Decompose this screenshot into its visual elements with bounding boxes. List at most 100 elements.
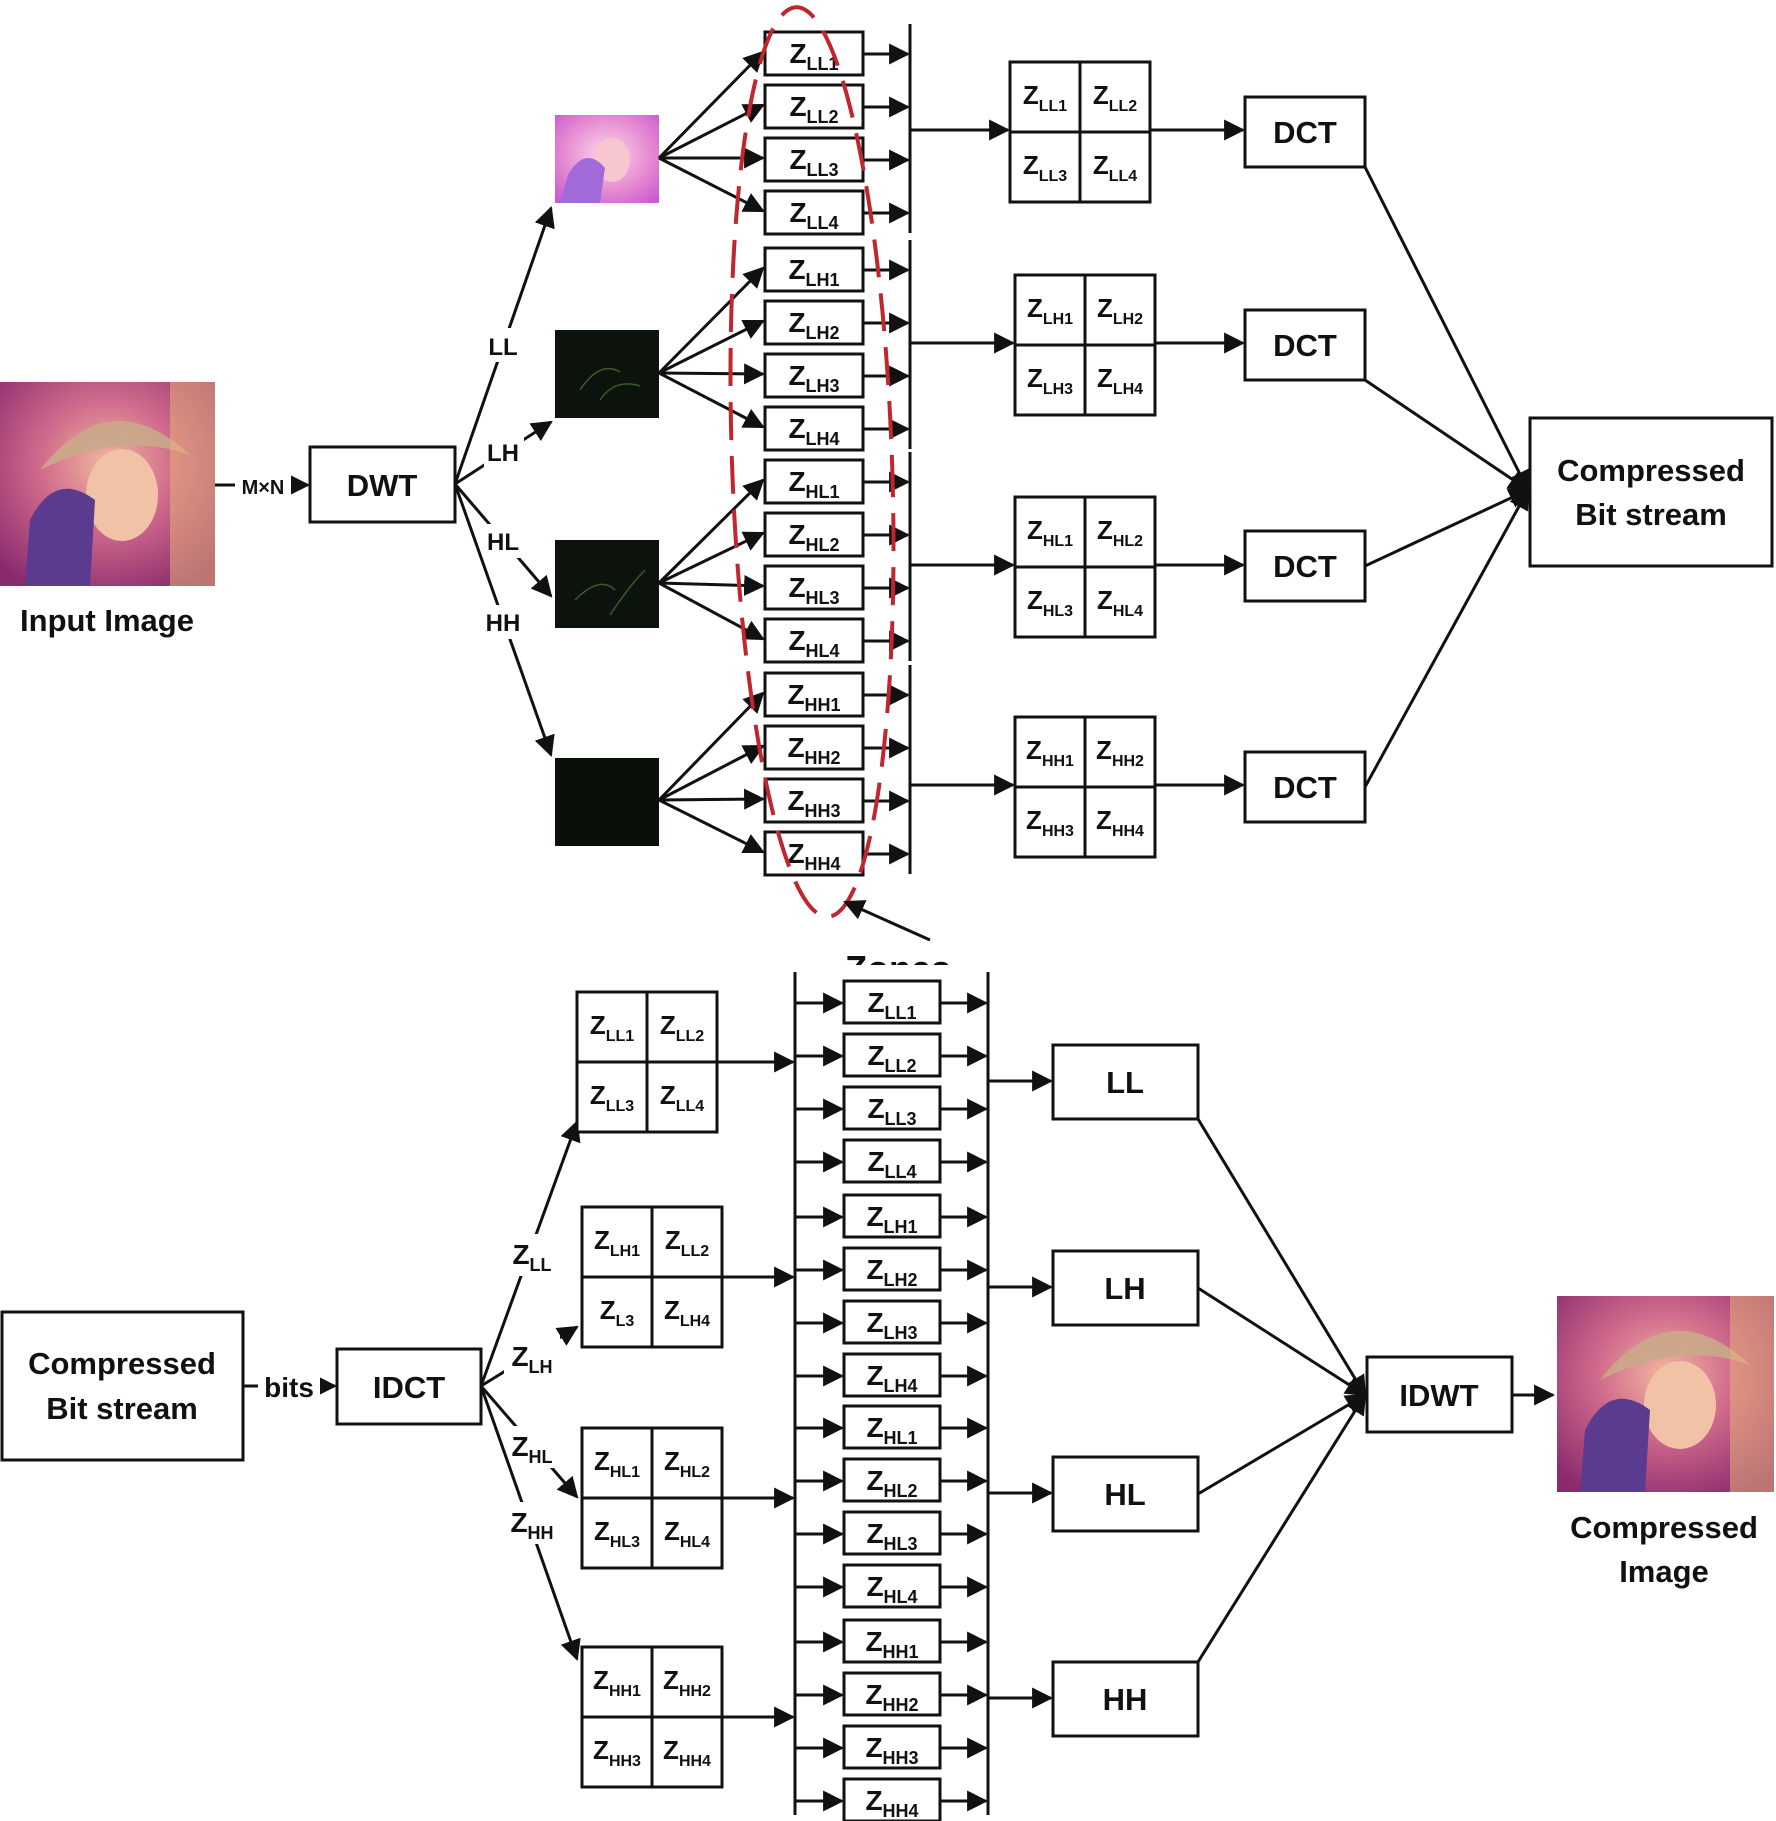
idct-label: IDCT bbox=[373, 1370, 445, 1405]
decomp-ll-grid-cell-3 bbox=[575, 1060, 649, 1134]
hl-fan-arrow-3 bbox=[658, 574, 766, 596]
decomp-lh-grid-cell-2 bbox=[650, 1205, 724, 1279]
hl-fan-arrow-1 bbox=[657, 478, 765, 585]
zone-box-hl4 bbox=[763, 617, 865, 664]
dct-ll-to-output-arrow bbox=[1363, 166, 1530, 492]
dct-hh-to-output-arrow bbox=[1363, 488, 1530, 788]
decomp-lh-grid-cell-1 bbox=[580, 1205, 654, 1279]
hh-grid-cell-2 bbox=[1083, 715, 1157, 789]
zone-box-ll4 bbox=[763, 189, 865, 236]
lh-fan-arrow-2 bbox=[658, 319, 765, 375]
dct-label-ll: DCT bbox=[1273, 115, 1337, 150]
decomp-lh-grid-cell-3 bbox=[580, 1275, 654, 1349]
lh-fan-arrow-4 bbox=[658, 371, 765, 429]
decomp-band-label-hh: HH bbox=[1103, 1682, 1148, 1717]
decomp-band-label-lh: LH bbox=[1104, 1271, 1145, 1306]
idwt-label: IDWT bbox=[1399, 1378, 1478, 1413]
decomp-band-box-hl bbox=[1051, 1455, 1200, 1533]
decomp-hl-grid-cell-2 bbox=[650, 1426, 724, 1500]
hl-grid-cell-4 bbox=[1083, 565, 1157, 639]
zone-box-hh3 bbox=[763, 777, 865, 824]
decomp-zone-box-hl2 bbox=[842, 1457, 942, 1503]
hh-fan-arrow-1 bbox=[657, 691, 765, 802]
hl-grid-cell-2 bbox=[1083, 495, 1157, 569]
zone-box-ll3 bbox=[763, 136, 865, 183]
decomp-band-box-hh bbox=[1051, 1660, 1200, 1738]
decomp-band-label-ll: LL bbox=[1106, 1065, 1144, 1100]
decomp-zone-box-hh1 bbox=[842, 1618, 942, 1664]
decomp-zone-box-lh1 bbox=[842, 1193, 942, 1239]
hl-subband-image bbox=[555, 540, 659, 628]
zone-box-lh2 bbox=[763, 299, 865, 346]
dct-label-lh: DCT bbox=[1273, 328, 1337, 363]
decomp-band-lh-to-idwt-arrow bbox=[1197, 1286, 1367, 1397]
lh-grid-cell-4 bbox=[1083, 343, 1157, 417]
input-image-label: Input Image bbox=[20, 603, 194, 638]
hh-subband-image bbox=[555, 758, 659, 846]
decomp-ll-grid-cell-2 bbox=[645, 990, 719, 1064]
zones-label: Zones bbox=[845, 948, 951, 989]
decomp-hl-grid-cell-1 bbox=[580, 1426, 654, 1500]
decomp-band-box-lh bbox=[1051, 1249, 1200, 1327]
ll-grid-cell-3 bbox=[1008, 130, 1082, 204]
lh-grid-label-3: ZLH3 bbox=[1027, 363, 1073, 398]
hh-grid-cell-4 bbox=[1083, 785, 1157, 859]
dwt-label: DWT bbox=[347, 468, 418, 503]
zone-box-lh3 bbox=[763, 352, 865, 399]
decomp-lh-grid-cell-4 bbox=[650, 1275, 724, 1349]
decomp-ll-grid-cell-4 bbox=[645, 1060, 719, 1134]
decomp-hl-grid-cell-3 bbox=[580, 1496, 654, 1570]
size-label: M×N bbox=[242, 477, 285, 499]
zone-box-lh1 bbox=[763, 246, 865, 293]
decomp-zone-box-hl4 bbox=[842, 1563, 942, 1609]
decomp-zone-box-hl3 bbox=[842, 1510, 942, 1556]
ll-grid-cell-4 bbox=[1078, 130, 1152, 204]
compressed-image-label-line2: Image bbox=[1619, 1554, 1709, 1589]
dct-hl-to-output-arrow bbox=[1364, 488, 1530, 568]
hh-fan-arrow-3 bbox=[658, 788, 766, 810]
compressed-output-image bbox=[1557, 1296, 1774, 1492]
lh-fan-arrow-3 bbox=[658, 363, 766, 385]
decomp-lh-grid-label-3: ZL3 bbox=[600, 1295, 635, 1330]
ll-grid-cell-1 bbox=[1008, 60, 1082, 134]
input-bitstream-label-line2: Bit stream bbox=[46, 1391, 198, 1426]
hl-grid-cell-1 bbox=[1013, 495, 1087, 569]
decomp-zone-box-hh3 bbox=[842, 1724, 942, 1770]
decomp-band-hl-to-idwt-arrow bbox=[1197, 1393, 1367, 1496]
band-label-hl: HL bbox=[487, 529, 519, 556]
decomp-zone-box-lh3 bbox=[842, 1299, 942, 1345]
input-image bbox=[0, 382, 215, 586]
decomp-hh-grid-cell-4 bbox=[650, 1715, 724, 1789]
lh-grid-cell-3 bbox=[1013, 343, 1087, 417]
band-label-hh: HH bbox=[486, 610, 521, 637]
input-bitstream-label-line1: Compressed bbox=[28, 1346, 216, 1381]
idwt-box bbox=[1365, 1355, 1514, 1434]
decomp-hl-grid-cell-4 bbox=[650, 1496, 724, 1570]
dct-label-hl: DCT bbox=[1273, 549, 1337, 584]
hl-fan-arrow-4 bbox=[658, 581, 765, 641]
band-label-ll: LL bbox=[488, 334, 517, 361]
hh-fan-arrow-4 bbox=[658, 798, 765, 854]
lh-grid-cell-2 bbox=[1083, 273, 1157, 347]
zone-box-hh1 bbox=[763, 671, 865, 718]
hl-fan-arrow-2 bbox=[658, 531, 765, 585]
band-label-lh: LH bbox=[487, 440, 519, 467]
zones-pointer-arrow bbox=[843, 900, 931, 942]
ll-fan-arrow-2 bbox=[658, 103, 765, 160]
decomp-band-box-ll bbox=[1051, 1043, 1200, 1121]
ll-grid-label-1: ZLL1 bbox=[1023, 80, 1067, 115]
dct-box-ll bbox=[1243, 95, 1367, 169]
hl-grid-cell-3 bbox=[1013, 565, 1087, 639]
zones-highlight-ellipse bbox=[728, 5, 896, 919]
lh-subband-image bbox=[555, 330, 659, 418]
dct-box-hh bbox=[1243, 750, 1367, 824]
decomp-hh-grid-cell-1 bbox=[580, 1645, 654, 1719]
decomp-hh-grid-cell-3 bbox=[580, 1715, 654, 1789]
decomp-zone-box-ll2 bbox=[842, 1032, 942, 1078]
compressed-bitstream-label-line2: Bit stream bbox=[1575, 497, 1727, 532]
ll-subband-image bbox=[555, 115, 659, 203]
ll-grid-cell-2 bbox=[1078, 60, 1152, 134]
decomp-band-label-hl: HL bbox=[1104, 1477, 1145, 1512]
compressed-image-label-line1: Compressed bbox=[1570, 1510, 1758, 1545]
zone-label-lh2: ZLH2 bbox=[788, 307, 839, 343]
